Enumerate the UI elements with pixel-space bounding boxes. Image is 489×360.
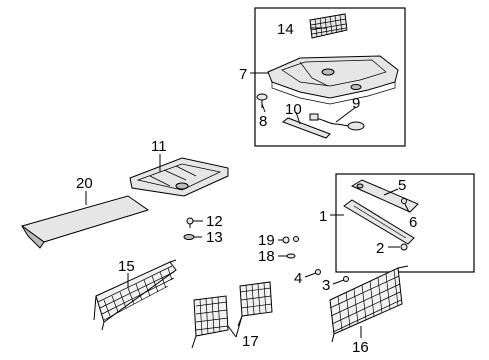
part-6-screw bbox=[401, 198, 407, 204]
callout-labels: 14 7 8 10 9 11 20 12 13 19 18 4 3 15 17 … bbox=[76, 21, 417, 356]
callout-8: 8 bbox=[259, 113, 267, 130]
callout-14: 14 bbox=[277, 21, 294, 38]
part-11-floor-tray bbox=[129, 157, 229, 197]
callout-17: 17 bbox=[242, 333, 259, 350]
leader-lines bbox=[85, 27, 410, 338]
callout-13: 13 bbox=[206, 229, 223, 246]
part-3-fastener bbox=[343, 276, 349, 282]
callout-6: 6 bbox=[409, 214, 417, 231]
part-4-fastener bbox=[315, 269, 321, 275]
callout-2: 2 bbox=[376, 240, 384, 257]
callout-10: 10 bbox=[285, 101, 302, 118]
part-18-fastener bbox=[286, 253, 296, 259]
group-box-headliner bbox=[254, 7, 406, 147]
part-8-clip bbox=[256, 93, 268, 108]
callout-16: 16 bbox=[352, 339, 369, 356]
part-15-cargo-net bbox=[93, 259, 177, 331]
part-14-net bbox=[309, 13, 348, 39]
part-13-fastener bbox=[183, 234, 195, 240]
callout-15: 15 bbox=[118, 258, 135, 275]
callout-18: 18 bbox=[258, 248, 275, 265]
callout-5: 5 bbox=[398, 177, 406, 194]
part-10-trim-strip bbox=[281, 117, 331, 139]
part-19-fastener bbox=[282, 236, 299, 244]
part-5-trim-panel bbox=[350, 179, 419, 213]
callout-12: 12 bbox=[206, 213, 223, 230]
part-17-net-right bbox=[237, 281, 273, 327]
part-2-clip bbox=[400, 243, 408, 251]
part-7-headliner bbox=[267, 55, 399, 105]
part-1-panel bbox=[343, 199, 415, 245]
callout-11: 11 bbox=[151, 138, 167, 155]
callout-7: 7 bbox=[239, 66, 247, 83]
part-16-cargo-net bbox=[329, 265, 409, 343]
callout-1: 1 bbox=[319, 208, 327, 225]
callout-4: 4 bbox=[294, 270, 302, 287]
part-9-dome-lamp bbox=[309, 113, 365, 131]
part-12-fastener bbox=[186, 217, 194, 228]
callout-9: 9 bbox=[352, 95, 360, 112]
part-17-net-left bbox=[191, 295, 229, 349]
callout-3: 3 bbox=[322, 277, 330, 294]
group-box-console bbox=[335, 173, 475, 273]
part-20-cargo-cover bbox=[20, 195, 150, 249]
callout-19: 19 bbox=[258, 232, 275, 249]
callout-20: 20 bbox=[76, 175, 93, 192]
